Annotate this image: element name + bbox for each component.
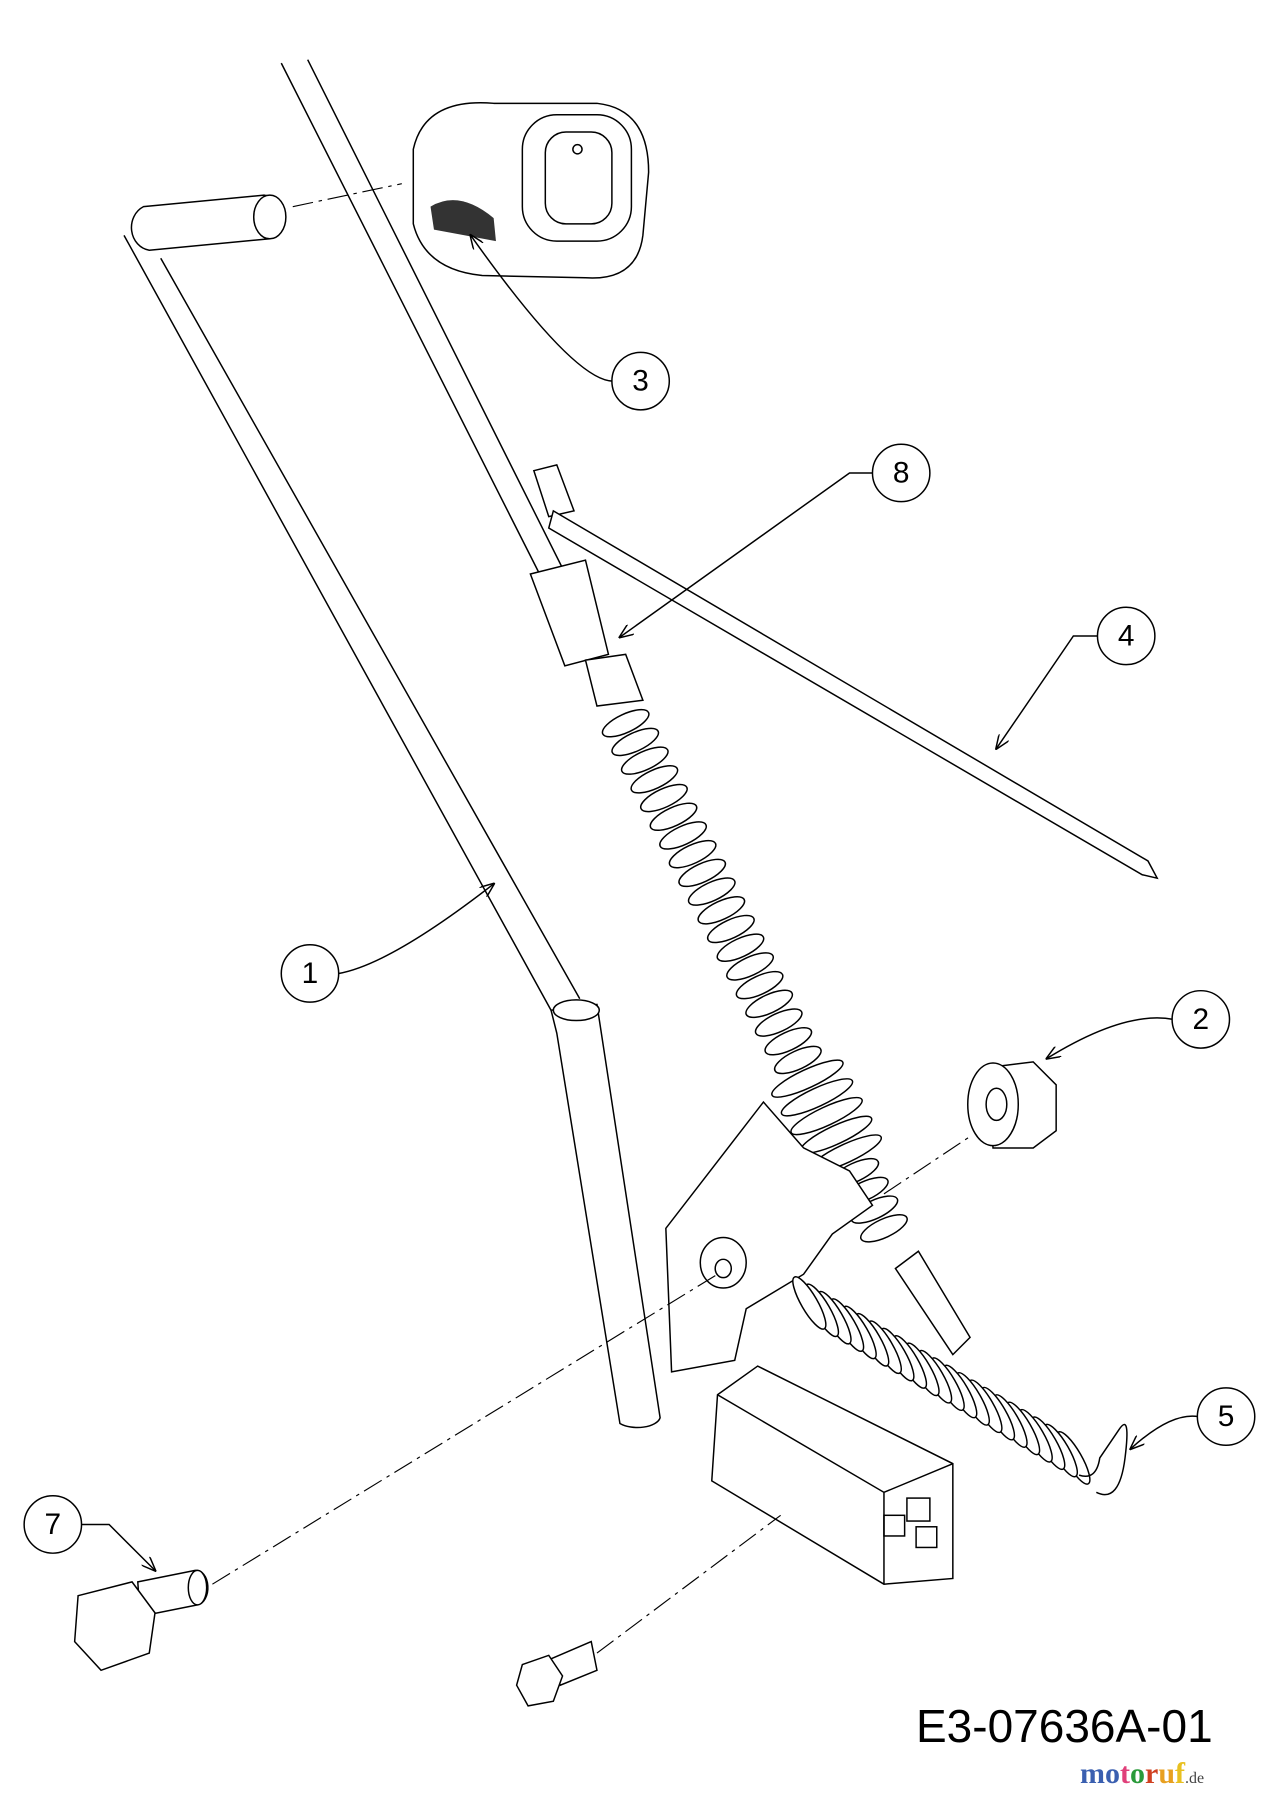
bellows-fold: [697, 896, 746, 925]
bellows-fold: [659, 821, 708, 850]
watermark-logo: motoruf.de: [1080, 1756, 1204, 1797]
lever-part-1: [123, 194, 661, 1429]
bellows-fold: [726, 952, 774, 981]
callout-8: 8: [871, 443, 931, 503]
callout-label: 8: [893, 456, 910, 489]
control-cable: [280, 59, 564, 575]
shoulder-bolt-part-7: [73, 1569, 209, 1672]
bellows-fold: [754, 1008, 803, 1037]
bellows-fold: [706, 914, 755, 944]
bellows-fold: [611, 727, 660, 757]
callout-4: 4: [1096, 606, 1156, 666]
callout-1: 1: [280, 944, 340, 1003]
grip-part-3: [412, 102, 650, 279]
bellows-fold: [764, 1026, 813, 1056]
mounting-bracket: [665, 1100, 874, 1373]
bellows-fold: [771, 1059, 844, 1098]
callout-label: 7: [45, 1508, 62, 1541]
bellows-fold: [639, 783, 688, 813]
callout-label: 2: [1192, 1003, 1209, 1036]
bellows-fold: [859, 1214, 908, 1243]
callout-label: 1: [302, 957, 319, 990]
flange-nut-part-2: [967, 1061, 1057, 1149]
bellows-fold: [745, 989, 794, 1019]
screw: [515, 1640, 598, 1707]
bellows-fold: [649, 802, 698, 832]
bellows-fold: [790, 1096, 863, 1136]
callout-2: 2: [1171, 989, 1231, 1049]
callout-5: 5: [1196, 1387, 1256, 1447]
bellows-fold: [735, 970, 784, 1000]
drawing-code: E3-07636A-01: [916, 1700, 1213, 1752]
bellows-fold: [678, 858, 727, 888]
cable-tie-part-4: [532, 464, 1159, 880]
cable-clip-part-8: [529, 559, 644, 707]
bellows-fold: [601, 708, 650, 738]
safety-switch: [710, 1365, 954, 1585]
callout-3: 3: [611, 351, 671, 411]
spring-coil: [792, 1276, 827, 1330]
callout-7: 7: [23, 1495, 83, 1554]
spring-part-5: [792, 1250, 1128, 1496]
leader-lines: [80, 235, 1199, 1570]
assembly-centerlines: [212, 183, 971, 1654]
callout-label: 5: [1218, 1400, 1235, 1433]
callout-label: 4: [1118, 619, 1135, 652]
bellows-fold: [630, 765, 679, 794]
bellows-fold: [620, 746, 669, 775]
bellows-fold: [687, 877, 736, 906]
watermark-text: motoruf: [1080, 1757, 1186, 1790]
bellows-fold: [780, 1078, 854, 1117]
bellows-fold: [773, 1045, 822, 1075]
callout-label: 3: [632, 365, 649, 398]
bellows-fold: [668, 839, 717, 869]
watermark-suffix: .de: [1185, 1770, 1205, 1787]
bellows-fold: [716, 933, 765, 962]
